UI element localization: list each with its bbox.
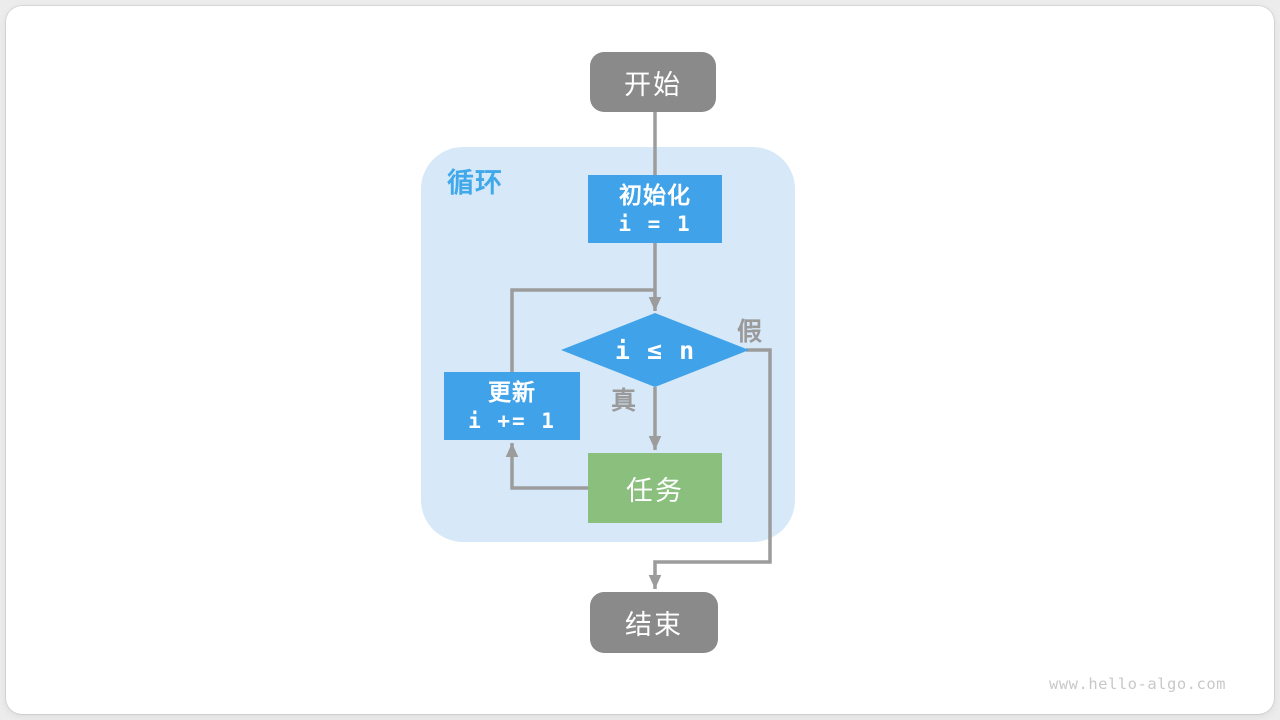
node-end-label: 结束 <box>625 610 683 640</box>
node-update-code: i += 1 <box>468 409 556 433</box>
condition-diamond-shape <box>561 313 749 387</box>
edge-condition-false-to-end <box>648 348 772 589</box>
node-start-label: 开始 <box>624 69 682 100</box>
node-init: 初始化 i = 1 <box>588 175 722 243</box>
branch-label-false: 假 <box>737 318 763 346</box>
branch-label-true: 真 <box>611 387 637 415</box>
node-start: 开始 <box>590 52 716 112</box>
node-task: 任务 <box>588 453 722 523</box>
node-end: 结束 <box>590 592 718 653</box>
node-update-title: 更新 <box>488 379 536 405</box>
node-task-label: 任务 <box>626 475 684 506</box>
node-init-code: i = 1 <box>618 212 692 236</box>
edge-update-loopback <box>510 288 655 373</box>
edge-task-to-update <box>505 443 590 490</box>
watermark: www.hello-algo.com <box>1049 675 1226 693</box>
node-update: 更新 i += 1 <box>444 372 580 440</box>
node-condition: i ≤ n <box>561 313 749 387</box>
loop-region-label: 循环 <box>447 168 503 198</box>
node-condition-code: i ≤ n <box>614 335 696 365</box>
node-init-title: 初始化 <box>619 182 691 208</box>
